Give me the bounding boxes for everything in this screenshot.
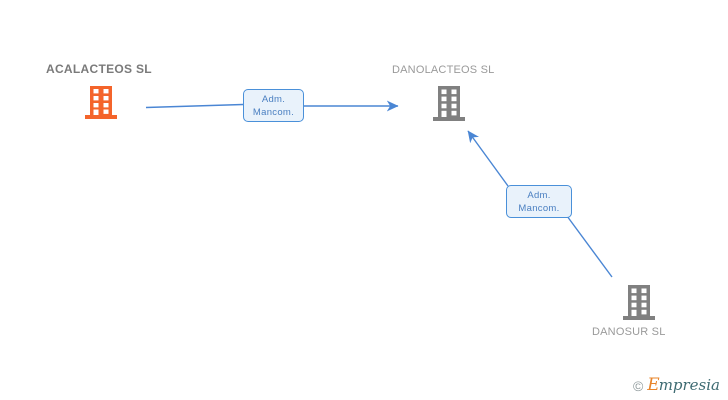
- brand-name: mpresia: [658, 376, 720, 394]
- connector-relbox2-to-danolacteos: [467, 130, 509, 187]
- relation-box-danosur-danolacteos[interactable]: Adm. Mancom.: [506, 185, 572, 218]
- relation-label-line1: Adm.: [527, 189, 551, 201]
- node-label-danosur: DANOSUR SL: [592, 326, 666, 338]
- node-label-danolacteos: DANOLACTEOS SL: [392, 64, 495, 76]
- node-acalacteos[interactable]: ACALACTEOS SL: [46, 62, 166, 127]
- connector-danosur-to-relbox2: [566, 215, 613, 278]
- relation-label-line2: Mancom.: [518, 202, 560, 214]
- copyright-icon: ©: [632, 378, 644, 394]
- brand-initial: E: [647, 375, 660, 395]
- building-icon: [85, 86, 117, 119]
- brand-wordmark: Empresia: [647, 377, 720, 395]
- relation-label-line1: Adm.: [261, 93, 286, 105]
- watermark-empresia: © Empresia: [633, 377, 720, 395]
- building-icon: [433, 86, 465, 121]
- node-danosur[interactable]: DANOSUR SL: [592, 283, 688, 339]
- relation-label-line2: Mancom.: [252, 106, 295, 118]
- node-danolacteos[interactable]: DANOLACTEOS SL: [392, 64, 510, 126]
- node-label-acalacteos: ACALACTEOS SL: [46, 62, 152, 76]
- relation-box-acalacteos-danolacteos[interactable]: Adm. Mancom.: [243, 89, 304, 122]
- building-icon: [623, 285, 655, 320]
- connector-acalacteos-to-relbox: [145, 103, 244, 109]
